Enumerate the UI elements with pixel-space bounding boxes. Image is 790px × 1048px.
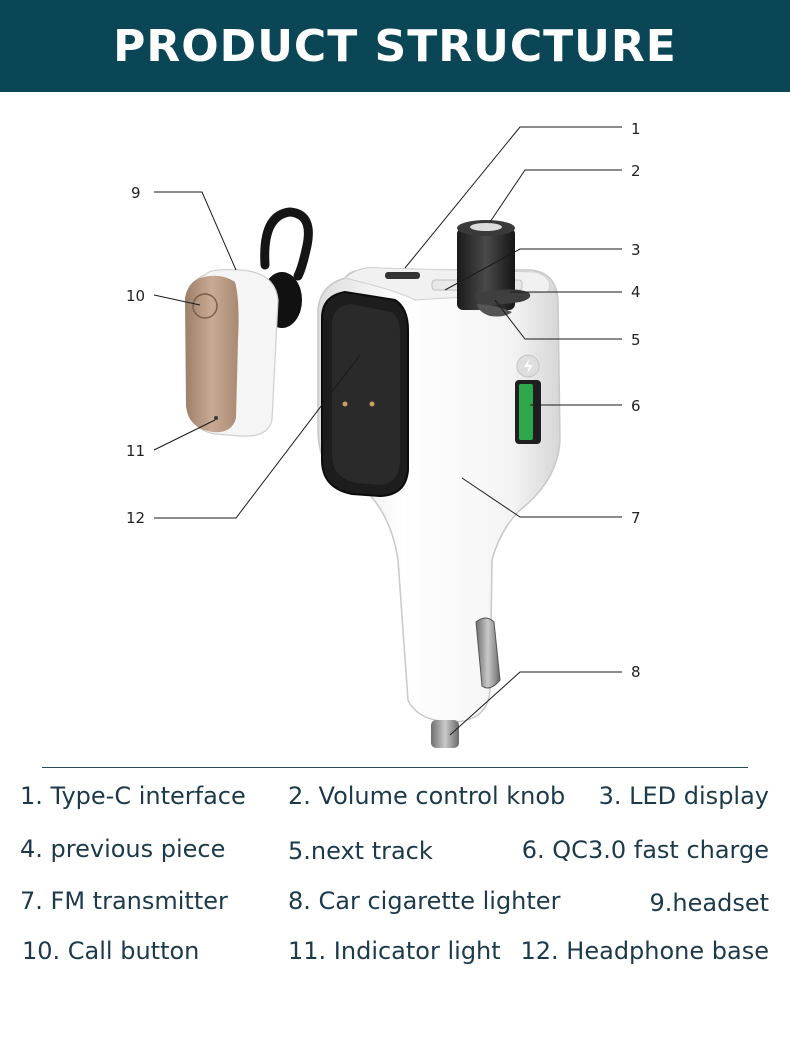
track-buttons (475, 289, 531, 317)
legend-item-12: 12. Headphone base (520, 937, 770, 965)
legend-item-2: 2. Volume control knob (288, 782, 566, 810)
callout-5: 5 (631, 331, 641, 349)
type-c-port (385, 272, 420, 279)
legend-item-3: 3. LED display (598, 782, 769, 810)
qc-usb-port (515, 354, 541, 444)
product-diagram: 1 2 3 4 5 6 7 8 9 10 11 12 (0, 92, 790, 772)
legend-item-1: 1. Type-C interface (20, 782, 246, 810)
header-banner: PRODUCT STRUCTURE (0, 0, 790, 92)
headset (185, 207, 313, 437)
legend-item-10: 10. Call button (22, 937, 200, 965)
product-illustration (153, 126, 622, 748)
volume-knob (457, 220, 515, 310)
legend-item-5: 5.next track (288, 837, 433, 865)
callout-11: 11 (126, 442, 146, 460)
callout-6: 6 (631, 397, 641, 415)
callout-7: 7 (631, 509, 641, 527)
legend-item-7: 7. FM transmitter (20, 887, 228, 915)
callout-12: 12 (126, 509, 146, 527)
legend-item-11: 11. Indicator light (288, 937, 501, 965)
headphone-base-cavity (321, 290, 409, 498)
legend-item-4: 4. previous piece (20, 835, 226, 863)
legend-item-6: 6. QC3.0 fast charge (521, 836, 769, 864)
legend-divider (42, 767, 748, 768)
callout-4: 4 (631, 283, 641, 301)
callout-9: 9 (131, 184, 141, 202)
callout-3: 3 (631, 241, 641, 259)
callout-10: 10 (126, 287, 146, 305)
callout-lines (153, 126, 622, 736)
legend-item-8: 8. Car cigarette lighter (288, 887, 561, 915)
legend-item-9: 9.headset (649, 889, 770, 917)
cigarette-plug (431, 617, 501, 748)
page-title: PRODUCT STRUCTURE (113, 20, 677, 72)
callout-1: 1 (631, 120, 641, 138)
callout-8: 8 (631, 663, 641, 681)
callout-2: 2 (631, 162, 641, 180)
